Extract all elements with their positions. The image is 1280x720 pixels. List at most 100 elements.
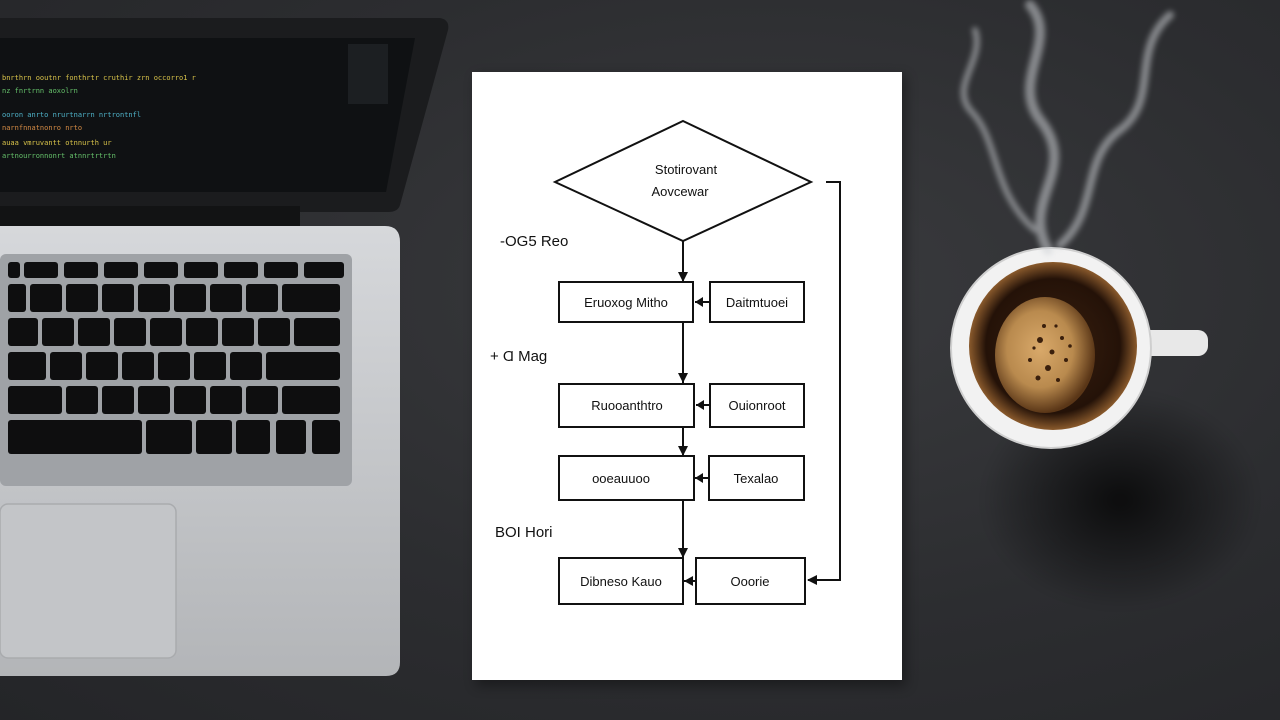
code-lines: bnrthrn ooutnr fonthrtr cruthir zrn occo… xyxy=(2,74,196,160)
keyboard-key xyxy=(50,352,82,380)
keyboard-key xyxy=(222,318,254,346)
keyboard-key xyxy=(146,420,192,454)
decision-label-2: Aovcewar xyxy=(651,184,709,199)
process-box xyxy=(558,281,694,323)
crema-bubble xyxy=(1032,346,1036,350)
arrow-head xyxy=(678,548,688,558)
keyboard-key xyxy=(42,318,74,346)
crema-bubble xyxy=(1028,358,1032,362)
crema-bubble xyxy=(1056,378,1060,382)
steam xyxy=(960,0,1174,255)
crema-bubble xyxy=(1060,336,1064,340)
keyboard-key xyxy=(8,262,20,278)
arrow-head xyxy=(807,575,817,585)
process-box xyxy=(709,383,805,428)
process-box-label: ooeauuoo xyxy=(592,471,650,486)
process-box-label: Daitmtuoei xyxy=(726,295,788,310)
paper-sheet xyxy=(472,72,902,680)
keyboard-key xyxy=(276,420,306,454)
side-label: BOI Hori xyxy=(495,524,553,541)
process-box-label: Ruooanthtro xyxy=(591,398,663,413)
arrow-head xyxy=(678,373,688,383)
keyboard-key xyxy=(282,284,340,312)
crema-bubble xyxy=(1037,337,1043,343)
process-box-label: Texalao xyxy=(734,471,779,486)
code-line: bnrthrn ooutnr fonthrtr cruthir zrn occo… xyxy=(2,74,196,82)
keyboard-key xyxy=(312,420,340,454)
keyboard-key xyxy=(122,352,154,380)
code-line: narnfnnatnonro nrto xyxy=(2,124,82,132)
keyboard-key xyxy=(184,262,218,278)
crema-bubble xyxy=(1054,324,1058,328)
keyboard-key xyxy=(304,262,344,278)
crema-bubble xyxy=(1045,365,1051,371)
keyboard-key xyxy=(210,386,242,414)
side-label: + Ɑ Mag xyxy=(490,348,547,365)
process-box xyxy=(558,455,695,501)
crema-bubbles xyxy=(1028,324,1072,382)
editor-minimap xyxy=(348,44,388,104)
process-box xyxy=(708,455,805,501)
crema-bubble xyxy=(1042,324,1046,328)
keyboard-key xyxy=(230,352,262,380)
arrow-head xyxy=(695,473,703,483)
keyboard-key xyxy=(246,386,278,414)
process-box xyxy=(695,557,806,605)
arrow-head xyxy=(678,446,688,456)
keyboard-key xyxy=(224,262,258,278)
keyboard-key xyxy=(174,284,206,312)
keyboard-key xyxy=(8,284,26,312)
process-box xyxy=(558,557,684,605)
code-line: nz fnrtrnn aoxolrn xyxy=(2,87,78,95)
laptop-display xyxy=(0,38,415,192)
keyboard-key xyxy=(102,284,134,312)
keyboard-key xyxy=(102,386,134,414)
crema-bubble xyxy=(1049,349,1055,355)
trackpad xyxy=(0,503,177,659)
keyboard-key xyxy=(66,284,98,312)
keyboard-key xyxy=(294,318,340,346)
keyboard xyxy=(8,262,344,454)
process-box-label: Dibneso Kauo xyxy=(580,574,662,589)
keyboard-key xyxy=(138,284,170,312)
flowchart-paper: Stotirovant Aovcewar -OG5 Reo + Ɑ Mag BO… xyxy=(472,72,906,686)
arrow-head xyxy=(696,400,704,410)
keyboard-key xyxy=(8,318,38,346)
keyboard-key xyxy=(8,352,46,380)
keyboard-key xyxy=(158,352,190,380)
decision-label-1: Stotirovant xyxy=(655,162,718,177)
keyboard-key xyxy=(138,386,170,414)
arrow-head xyxy=(695,297,703,307)
keyboard-key xyxy=(78,318,110,346)
code-line: artnourronnonrt atnnrtrtrtn xyxy=(2,152,116,160)
keyboard-key xyxy=(196,420,232,454)
crema-bubble xyxy=(1064,358,1068,362)
process-box xyxy=(709,281,805,323)
arrow-head xyxy=(678,272,688,282)
process-box-label: Ouionroot xyxy=(728,398,785,413)
side-label: -OG5 Reo xyxy=(500,233,568,250)
code-line: auaa vmruvantt otnnurth ur xyxy=(2,139,112,147)
cup-handle xyxy=(1140,330,1208,356)
keyboard-key xyxy=(64,262,98,278)
keyboard-key xyxy=(150,318,182,346)
keyboard-key xyxy=(258,318,290,346)
keyboard-key xyxy=(144,262,178,278)
arrow-head xyxy=(684,576,693,586)
keyboard-key xyxy=(210,284,242,312)
keyboard-key xyxy=(236,420,270,454)
keyboard-key xyxy=(8,420,142,454)
keyboard-key xyxy=(246,284,278,312)
laptop-hinge xyxy=(0,206,300,228)
keyboard-key xyxy=(24,262,58,278)
keyboard-key xyxy=(86,352,118,380)
coffee-crema xyxy=(995,297,1095,413)
keyboard-key xyxy=(174,386,206,414)
process-box-label: Ooorie xyxy=(730,574,769,589)
keyboard-key xyxy=(8,386,62,414)
process-box xyxy=(558,383,695,428)
coffee-cup xyxy=(950,0,1260,610)
keyboard-key xyxy=(30,284,62,312)
crema-bubble xyxy=(1035,375,1041,381)
